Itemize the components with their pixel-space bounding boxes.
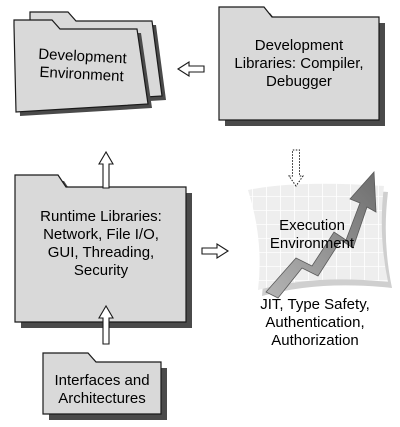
edge-devlibs-to-devenv <box>176 60 205 78</box>
folder-icon <box>14 174 192 328</box>
development-environment-label: Development Environment <box>37 45 128 86</box>
growth-chart-icon <box>248 171 392 299</box>
folder-icon <box>218 6 385 126</box>
development-libraries-label: Development Libraries: Compiler, Debugge… <box>234 37 364 90</box>
edge-interfaces-to-runtime <box>98 304 114 345</box>
edge-runtime-to-devenv <box>98 150 114 189</box>
block-arrow-up <box>98 304 114 345</box>
folder-body <box>42 352 162 415</box>
stacked-folder-icon <box>13 11 166 116</box>
chart-grid <box>248 183 388 290</box>
execution-environment-caption: JIT, Type Safety, Authentication, Author… <box>260 296 370 349</box>
trend-arrow <box>265 171 377 299</box>
block-arrow-left <box>176 60 205 78</box>
dotted-arrow-down <box>288 149 304 187</box>
edge-runtime-to-execution <box>201 242 230 260</box>
block-arrow-right <box>201 242 230 260</box>
runtime-libraries-label: Runtime Libraries: Network, File I/O, GU… <box>40 208 162 279</box>
folder-front <box>13 19 149 113</box>
folder-body <box>218 6 380 121</box>
folder-body <box>14 174 187 323</box>
interfaces-architectures-label: Interfaces and Architectures <box>54 372 150 407</box>
execution-environment-label: Execution Environment <box>269 217 355 252</box>
edge-devlibs-to-execution <box>288 149 304 187</box>
block-arrow-up <box>98 150 114 189</box>
folder-icon <box>42 352 167 420</box>
